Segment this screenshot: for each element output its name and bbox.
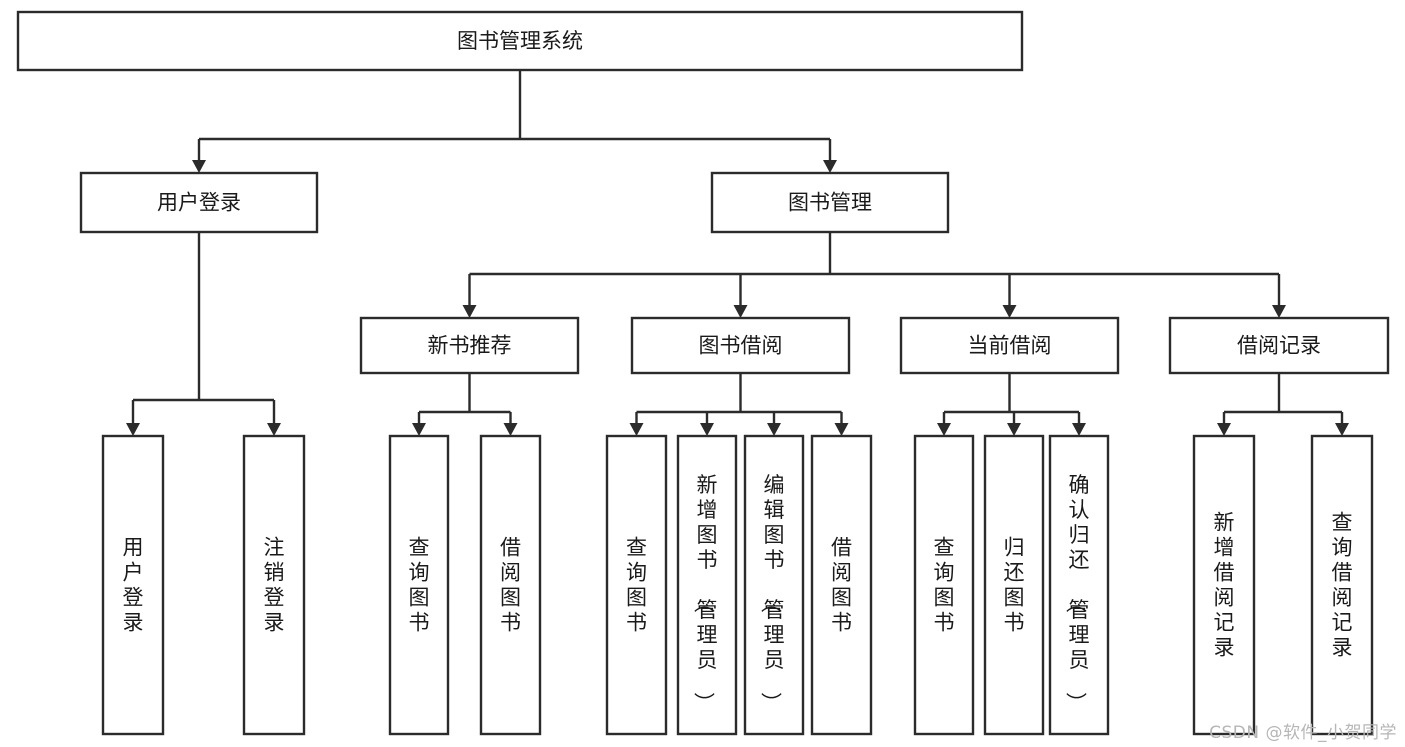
current-borrow-to-leaves-arrow-1 (1007, 423, 1021, 436)
leaf-node-leaf-query-book-1-rect[interactable] (388, 434, 450, 736)
level3-node-new-book-recommend-rect[interactable] (359, 316, 580, 375)
book-borrow-to-leaves-arrow-0 (629, 423, 644, 436)
root-to-level2-arrow-0 (192, 160, 206, 173)
leaf-node-leaf-user-login-rect[interactable] (101, 434, 165, 736)
leaf-node-leaf-add-borrow-record-label: 新增借阅记录 (1214, 511, 1235, 660)
borrow-record-to-leaves-arrow-1 (1335, 423, 1349, 436)
book-borrow-to-leaves-arrow-2 (767, 423, 781, 436)
leaf-node-leaf-query-borrow-record[interactable]: 查询借阅记录 (1310, 434, 1374, 736)
leaf-node-leaf-return-book[interactable]: 归还图书 (983, 434, 1045, 736)
root-node-book-management-system-rect[interactable] (16, 10, 1024, 72)
leaf-node-leaf-query-book-3[interactable]: 查询图书 (913, 434, 975, 736)
root-to-level2-arrow-1 (823, 160, 837, 173)
level3-node-borrow-record-rect[interactable] (1168, 316, 1390, 375)
leaf-node-leaf-user-login[interactable]: 用户登录 (101, 434, 165, 736)
nodes-layer: 图书管理系统用户登录图书管理新书推荐图书借阅当前借阅借阅记录用户登录注销登录查询… (16, 10, 1390, 736)
leaf-node-leaf-borrow-book-1[interactable]: 借阅图书 (479, 434, 542, 736)
leaf-node-leaf-borrow-book-2[interactable]: 借阅图书 (810, 434, 873, 736)
level3-node-book-borrow-rect[interactable] (630, 316, 851, 375)
leaf-node-leaf-confirm-return-rect[interactable] (1048, 434, 1110, 736)
leaf-node-leaf-user-login-label: 用户登录 (123, 536, 144, 635)
leaf-node-leaf-borrow-book-1-rect[interactable] (479, 434, 542, 736)
new-book-recommend-to-leaves-arrow-0 (412, 423, 426, 436)
book-management-to-level3-arrow-3 (1272, 305, 1286, 318)
current-borrow-to-leaves-arrow-2 (1072, 423, 1086, 436)
book-management-to-level3-arrow-0 (462, 305, 477, 318)
leaf-node-leaf-borrow-book-2-rect[interactable] (810, 434, 873, 736)
leaf-node-leaf-confirm-return-label: 确认归还（管理员） (1064, 473, 1090, 713)
level3-node-book-borrow-label: 图书借阅 (699, 334, 783, 358)
level3-node-new-book-recommend-label: 新书推荐 (428, 334, 512, 358)
borrow-record-to-leaves-arrow-0 (1217, 423, 1231, 436)
leaf-node-leaf-borrow-book-1-label: 借阅图书 (500, 536, 521, 635)
leaf-node-leaf-edit-book-label: 编辑图书（管理员） (759, 473, 785, 713)
book-borrow-to-leaves-arrow-1 (700, 423, 714, 436)
leaf-node-leaf-edit-book-rect[interactable] (743, 434, 805, 736)
new-book-recommend-to-leaves-arrow-1 (503, 423, 518, 436)
leaf-node-leaf-logout-login[interactable]: 注销登录 (242, 434, 306, 736)
level3-node-borrow-record-label: 借阅记录 (1237, 334, 1321, 358)
level3-node-current-borrow-rect[interactable] (899, 316, 1120, 375)
connectors-layer (126, 70, 1349, 436)
book-management-to-level3-arrow-1 (733, 305, 748, 318)
leaf-node-leaf-query-book-2[interactable]: 查询图书 (605, 434, 668, 736)
leaf-node-leaf-return-book-rect[interactable] (983, 434, 1045, 736)
leaf-node-leaf-query-book-2-rect[interactable] (605, 434, 668, 736)
level3-node-book-borrow[interactable]: 图书借阅 (630, 316, 851, 375)
level3-node-borrow-record[interactable]: 借阅记录 (1168, 316, 1390, 375)
leaf-node-leaf-return-book-label: 归还图书 (1004, 536, 1025, 635)
leaf-node-leaf-query-book-1-label: 查询图书 (409, 536, 430, 635)
level2-node-user-login-rect[interactable] (79, 171, 319, 234)
level2-node-book-management-rect[interactable] (710, 171, 950, 234)
user-login-to-leaves-arrow-0 (126, 423, 140, 436)
leaf-node-leaf-add-book[interactable]: 新增图书（管理员） (676, 434, 738, 736)
leaf-node-leaf-query-book-2-label: 查询图书 (626, 536, 647, 635)
leaf-node-leaf-add-borrow-record[interactable]: 新增借阅记录 (1192, 434, 1256, 736)
book-management-to-level3-arrow-2 (1002, 305, 1017, 318)
level3-node-current-borrow[interactable]: 当前借阅 (899, 316, 1120, 375)
current-borrow-to-leaves-arrow-0 (937, 423, 951, 436)
level2-node-book-management-label: 图书管理 (788, 191, 872, 215)
level2-node-book-management[interactable]: 图书管理 (710, 171, 950, 234)
book-borrow-to-leaves-arrow-3 (834, 423, 849, 436)
leaf-node-leaf-add-book-rect[interactable] (676, 434, 738, 736)
leaf-node-leaf-edit-book[interactable]: 编辑图书（管理员） (743, 434, 805, 736)
leaf-node-leaf-query-borrow-record-rect[interactable] (1310, 434, 1374, 736)
leaf-node-leaf-logout-login-label: 注销登录 (264, 536, 285, 635)
root-node-book-management-system[interactable]: 图书管理系统 (16, 10, 1024, 72)
leaf-node-leaf-add-borrow-record-rect[interactable] (1192, 434, 1256, 736)
level2-node-user-login[interactable]: 用户登录 (79, 171, 319, 234)
leaf-node-leaf-query-book-1[interactable]: 查询图书 (388, 434, 450, 736)
level3-node-new-book-recommend[interactable]: 新书推荐 (359, 316, 580, 375)
leaf-node-leaf-borrow-book-2-label: 借阅图书 (831, 536, 852, 635)
level3-node-current-borrow-label: 当前借阅 (968, 334, 1052, 358)
level2-node-user-login-label: 用户登录 (157, 191, 241, 215)
root-node-book-management-system-label: 图书管理系统 (457, 29, 583, 53)
leaf-node-leaf-add-book-label: 新增图书（管理员） (692, 473, 718, 713)
leaf-node-leaf-logout-login-rect[interactable] (242, 434, 306, 736)
leaf-node-leaf-query-book-3-label: 查询图书 (934, 536, 955, 635)
leaf-node-leaf-query-borrow-record-label: 查询借阅记录 (1332, 511, 1353, 660)
leaf-node-leaf-query-book-3-rect[interactable] (913, 434, 975, 736)
leaf-node-leaf-confirm-return[interactable]: 确认归还（管理员） (1048, 434, 1110, 736)
user-login-to-leaves-arrow-1 (267, 423, 281, 436)
